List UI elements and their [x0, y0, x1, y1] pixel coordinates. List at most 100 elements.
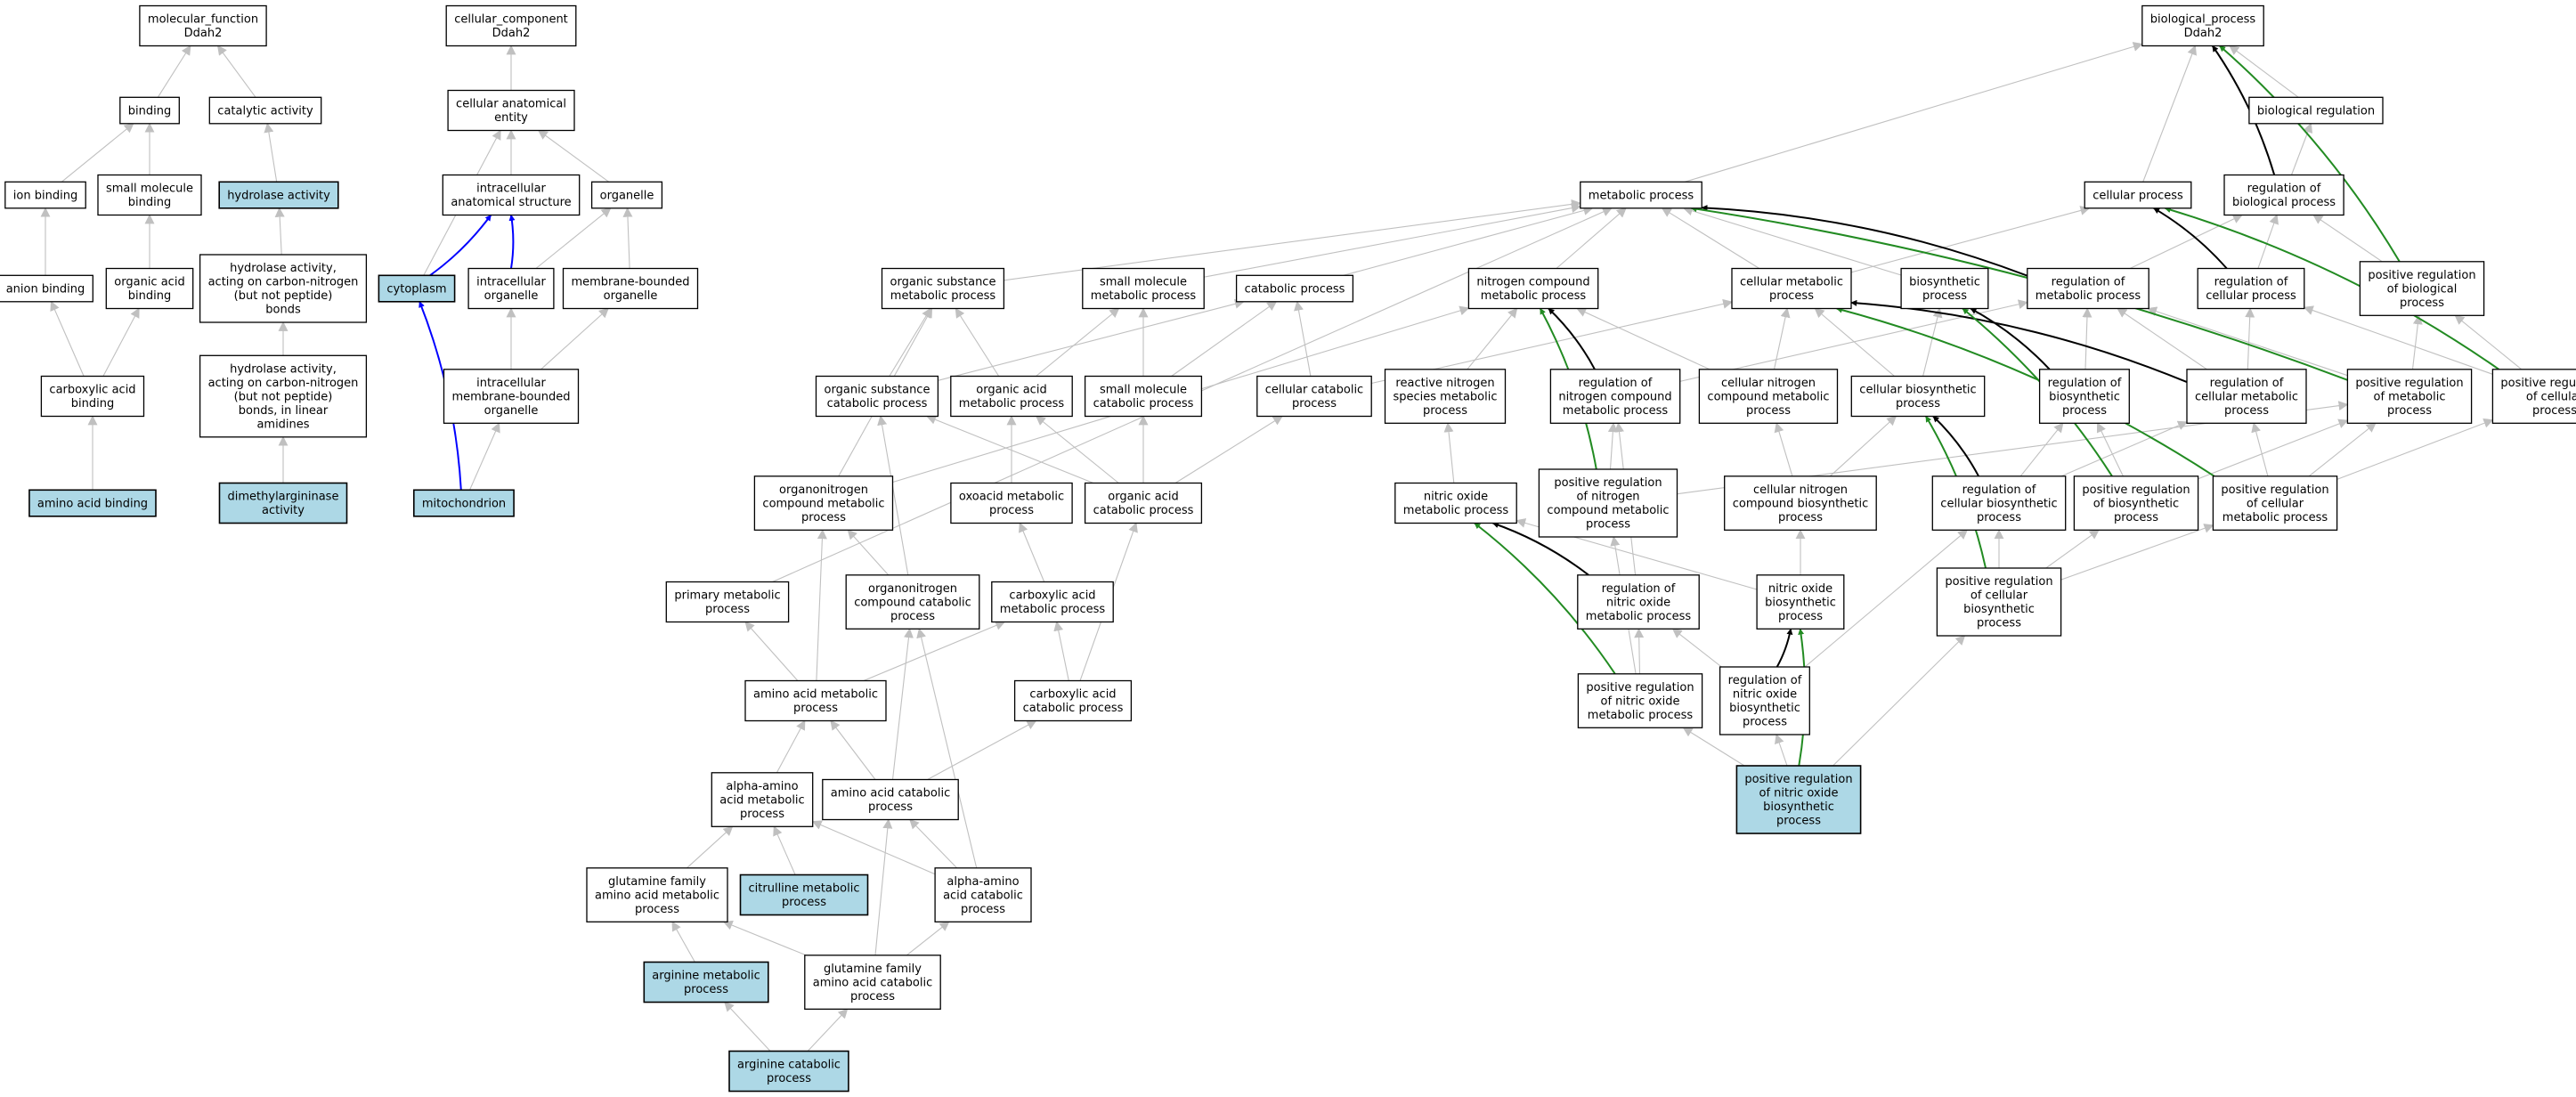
go-term-node-catabolic[interactable]: catabolic process: [1235, 274, 1354, 303]
node-label-line: positive regulation: [2355, 377, 2463, 390]
node-box: [1394, 482, 1517, 524]
edge-positively-regulates-pos-reg-bio-to-bp-root: [2219, 45, 2401, 263]
go-term-node-bio-reg[interactable]: biological regulation: [2248, 96, 2384, 125]
go-term-node-aa-binding[interactable]: amino acid binding: [28, 489, 157, 517]
node-label-line: catabolic process: [1093, 397, 1194, 410]
go-term-node-mito[interactable]: mitochondrion: [412, 489, 515, 517]
go-term-node-hydrolase-cn[interactable]: hydrolase activity,acting on carbon-nitr…: [199, 254, 368, 323]
node-label-line: small molecule: [106, 183, 193, 196]
node-box: [4, 181, 86, 209]
go-term-node-binding[interactable]: binding: [119, 96, 180, 125]
node-label-line: organic acid: [976, 384, 1046, 397]
node-label-line: amidines: [256, 418, 309, 431]
node-label-line: oxoacid metabolic: [959, 491, 1064, 504]
node-box: [412, 489, 515, 517]
go-term-node-anion-binding[interactable]: anion binding: [0, 274, 93, 303]
node-box: [1724, 475, 1877, 531]
edge-is-a-nitrogen-met-to-metabolic: [1556, 207, 1627, 269]
go-term-node-organelle[interactable]: organelle: [590, 181, 663, 209]
node-label-line: cellular metabolic: [2195, 390, 2298, 403]
go-term-node-ion-binding[interactable]: ion binding: [4, 181, 86, 209]
go-term-node-cytoplasm[interactable]: cytoplasm: [378, 274, 456, 303]
node-label-line: process: [1769, 289, 1814, 303]
go-term-node-cellular-proc[interactable]: cellular process: [2084, 181, 2192, 209]
node-label-line: biological process: [2232, 196, 2336, 209]
edge-positively-regulates-pos-reg-no-met-to-no-met: [1474, 522, 1616, 675]
node-box: [467, 267, 555, 310]
node-box: [2186, 369, 2307, 424]
node-label-line: process: [2224, 404, 2269, 418]
node-label-line: metabolic process: [1000, 603, 1106, 616]
go-term-node-catalytic[interactable]: catalytic activity: [208, 96, 322, 125]
go-term-node-hydrolase[interactable]: hydrolase activity: [218, 181, 339, 209]
go-term-node-metabolic[interactable]: metabolic process: [1580, 181, 1702, 209]
go-term-node-hydrolase-cn-amidines[interactable]: hydrolase activity,acting on carbon-nitr…: [199, 354, 368, 438]
node-label-line: compound metabolic: [762, 497, 884, 510]
node-label-line: bonds: [265, 304, 301, 317]
edge-is-a-carboxylic-binding-to-organic-acid-binding: [102, 307, 140, 377]
edge-is-a-ion-binding-to-binding: [61, 123, 134, 183]
